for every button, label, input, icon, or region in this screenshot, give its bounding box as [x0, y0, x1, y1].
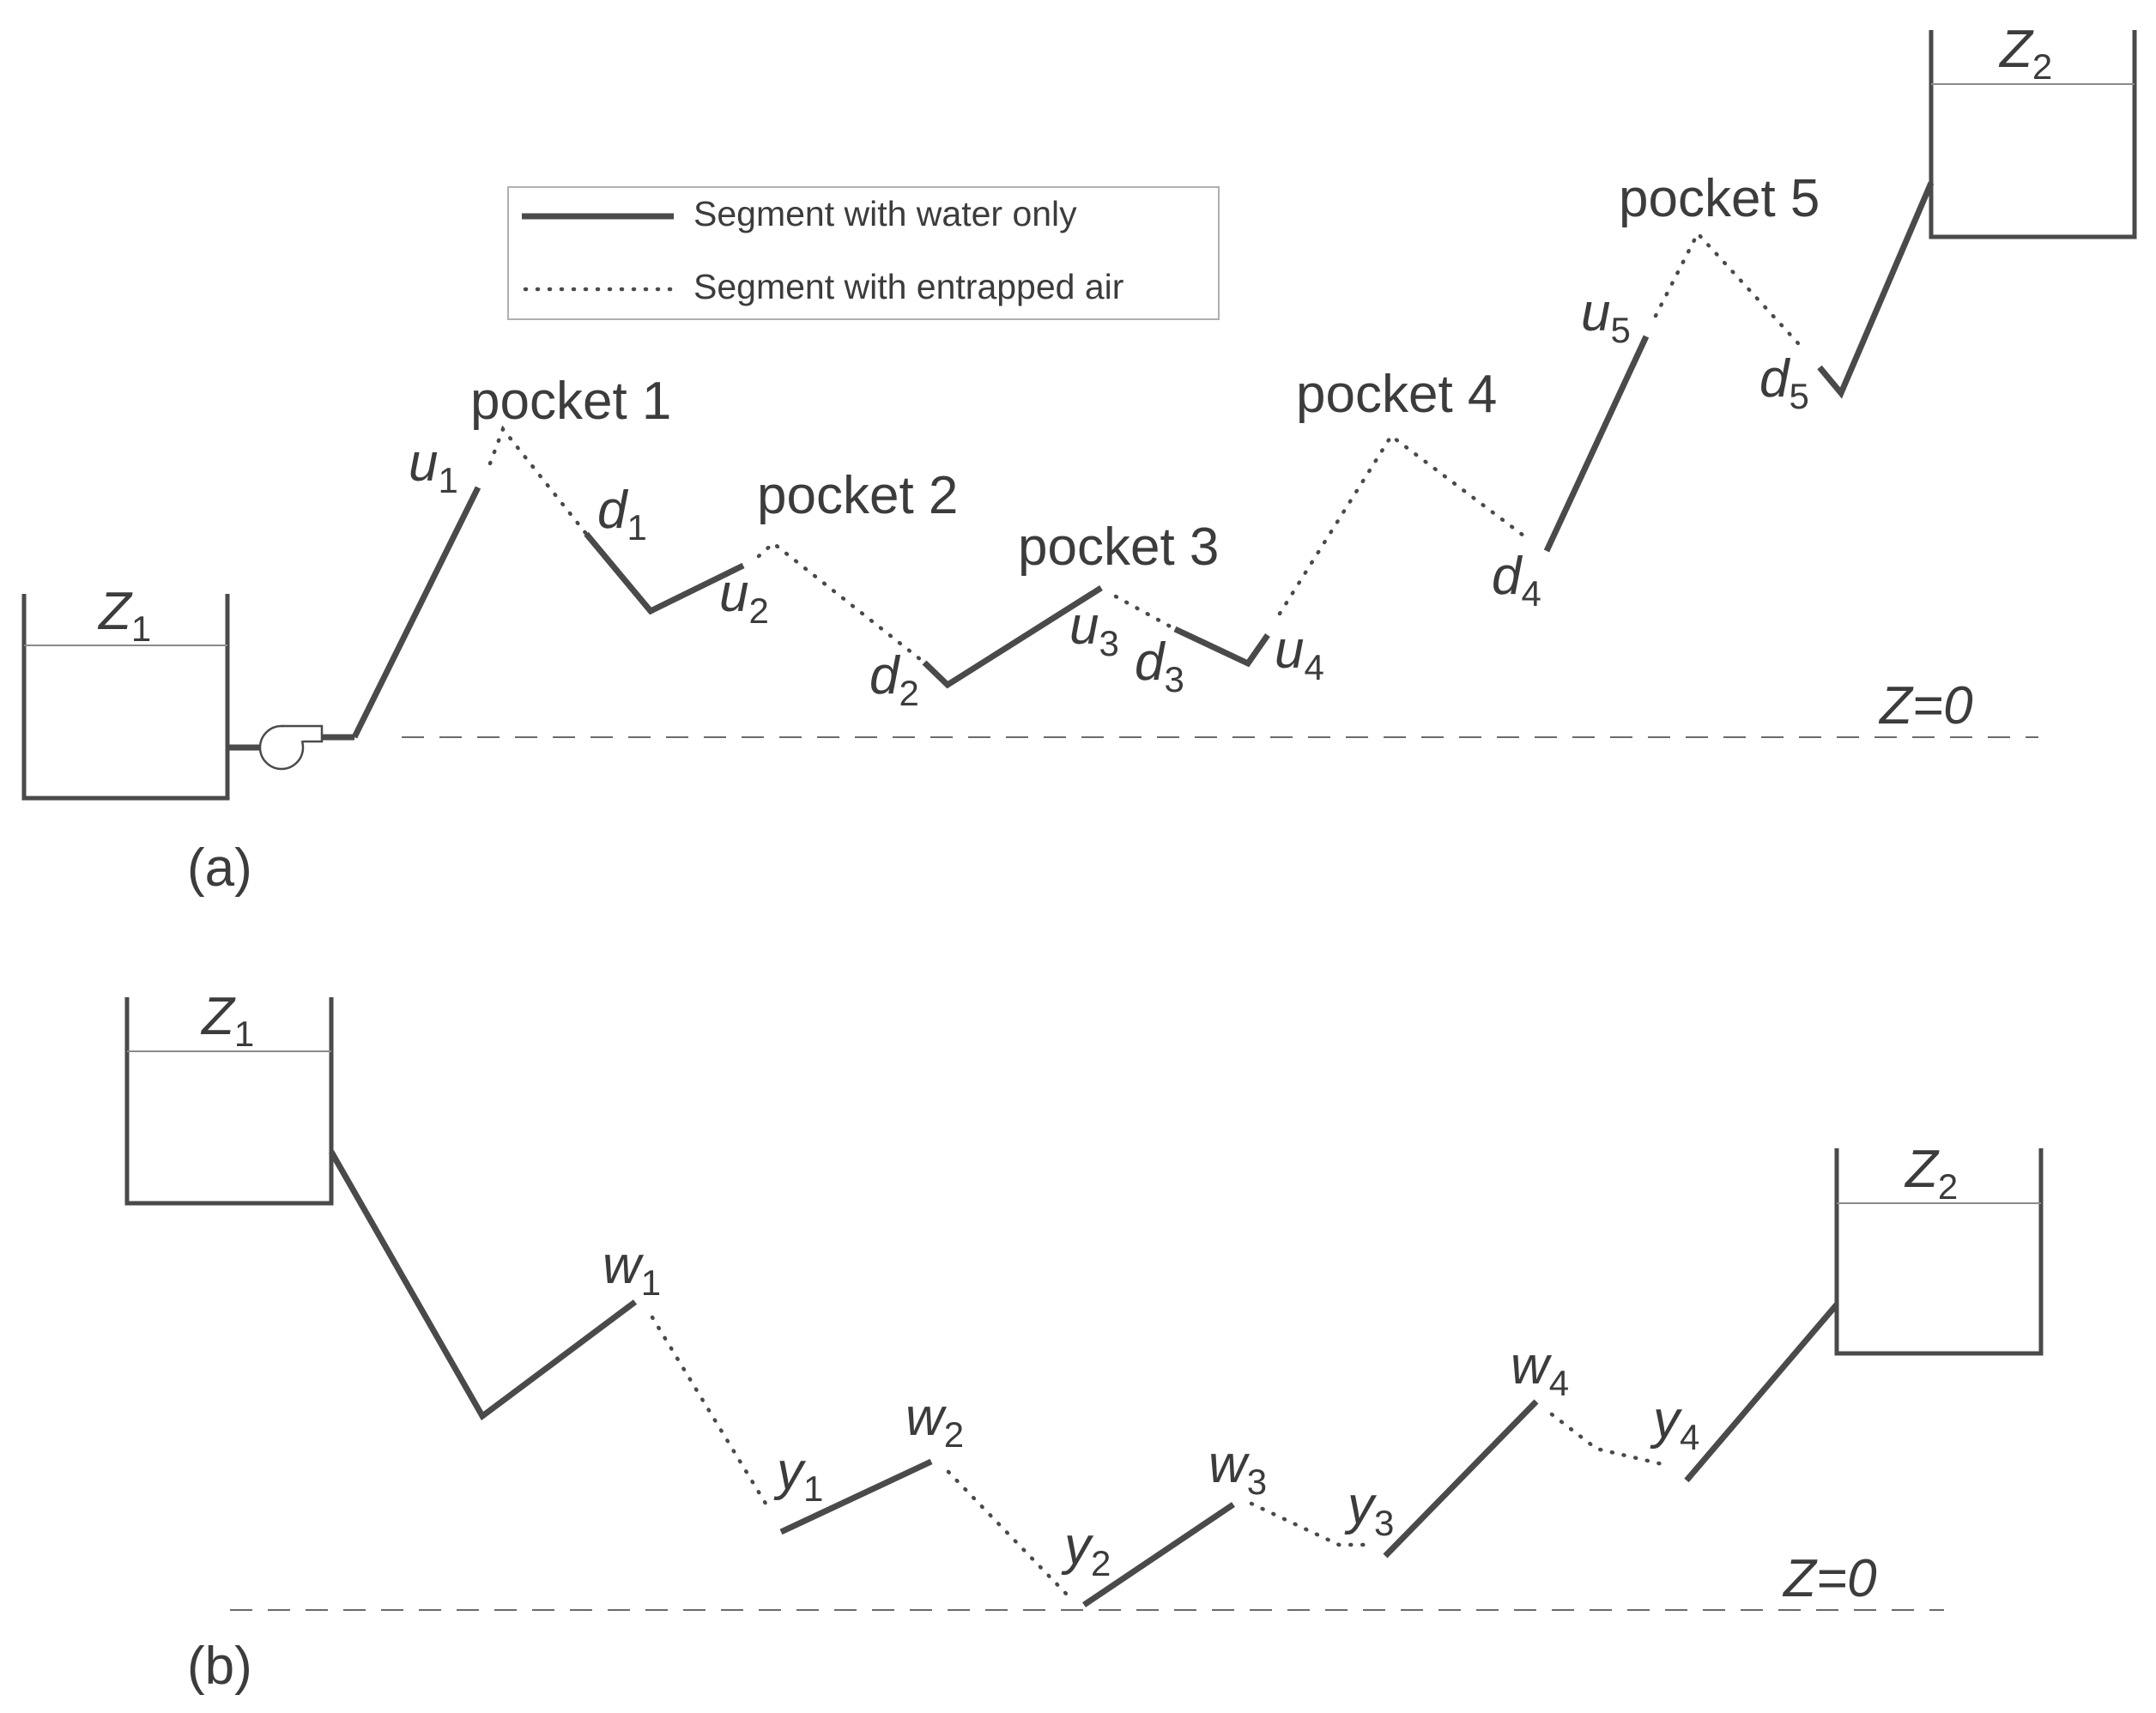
- pocket-1-label: pocket 1: [470, 372, 671, 431]
- water-segment-a5: [1543, 335, 1650, 553]
- label-y2: y2: [1061, 1516, 1111, 1583]
- tank-z1-a: Z1: [21, 582, 230, 801]
- water-segment-b2: [779, 1458, 933, 1535]
- panel-b-label: (b): [187, 1637, 252, 1696]
- pump: [227, 724, 354, 771]
- datum-label-a: Z=0: [1878, 676, 1973, 735]
- air-pocket-b3: [1249, 1501, 1374, 1547]
- tank-z2-b-walls: [1834, 1148, 2044, 1356]
- tank-z1-b-walls: [124, 997, 334, 1206]
- air-pocket-b4: [1549, 1412, 1672, 1468]
- panel-b: Z=0 Z1 Z2 w1 y1 w2 y2 w3 y3 w4 y4: [124, 987, 2044, 1696]
- water-segment-a6: [1817, 181, 1935, 399]
- panel-a: Z=0 Z1 Z2: [21, 20, 2137, 898]
- datum-label-b: Z=0: [1782, 1549, 1877, 1608]
- label-u3: u3: [1069, 596, 1119, 663]
- tank-z2-a-label: Z2: [1998, 20, 2052, 87]
- label-d4: d4: [1492, 547, 1541, 614]
- water-segment-b4: [1383, 1399, 1539, 1559]
- label-w3: w3: [1208, 1435, 1267, 1502]
- label-d2: d2: [869, 646, 919, 713]
- tank-z1-b-label: Z1: [200, 987, 254, 1054]
- air-pocket-4: [1277, 433, 1529, 616]
- pocket-4-label: pocket 4: [1296, 365, 1497, 424]
- tank-z1-a-label: Z1: [97, 582, 151, 649]
- air-pocket-1: [488, 425, 589, 536]
- water-segment-a4: [1173, 626, 1270, 668]
- pocket-2-label: pocket 2: [757, 466, 958, 525]
- pocket-3-label: pocket 3: [1018, 518, 1219, 577]
- label-d1: d1: [597, 481, 647, 548]
- air-pocket-b2: [946, 1469, 1071, 1599]
- label-u2: u2: [719, 564, 769, 631]
- water-segment-b5: [1684, 1302, 1839, 1483]
- water-segment-b3: [1082, 1502, 1235, 1607]
- tank-z2-a: Z2: [1929, 20, 2137, 239]
- water-segment-b1: [328, 1150, 638, 1421]
- label-w2: w2: [905, 1388, 964, 1455]
- air-pocket-b1: [650, 1315, 772, 1513]
- legend: Segment with water only Segment with ent…: [507, 186, 1220, 320]
- label-y4: y4: [1650, 1390, 1699, 1457]
- tank-z2-b-label: Z2: [1904, 1140, 1958, 1207]
- label-u5: u5: [1581, 283, 1631, 350]
- label-d5: d5: [1759, 349, 1809, 416]
- pump-outlet: [282, 724, 324, 743]
- water-segment-a3: [922, 585, 1103, 689]
- legend-water-label: Segment with water only: [693, 194, 1077, 233]
- label-d3: d3: [1135, 633, 1184, 699]
- legend-air-label: Segment with entrapped air: [693, 267, 1123, 306]
- label-u1: u1: [409, 433, 458, 500]
- label-u4: u4: [1275, 620, 1324, 687]
- tank-z1-b: Z1: [124, 987, 334, 1206]
- label-w1: w1: [603, 1236, 661, 1303]
- panel-a-label: (a): [187, 838, 252, 898]
- water-segment-a1: [351, 486, 481, 739]
- label-y1: y1: [773, 1442, 823, 1509]
- air-pocket-2: [756, 541, 927, 665]
- air-pocket-3: [1113, 594, 1178, 632]
- tank-z1-a-walls: [21, 594, 230, 801]
- legend-box: [507, 186, 1220, 320]
- water-segment-a2: [584, 531, 745, 615]
- label-w4: w4: [1511, 1336, 1569, 1403]
- air-pocket-5: [1653, 230, 1801, 346]
- pocket-5-label: pocket 5: [1619, 169, 1820, 228]
- tank-z2-b: Z2: [1834, 1140, 2044, 1356]
- tank-z2-a-walls: [1929, 30, 2137, 239]
- label-y3: y3: [1344, 1476, 1394, 1543]
